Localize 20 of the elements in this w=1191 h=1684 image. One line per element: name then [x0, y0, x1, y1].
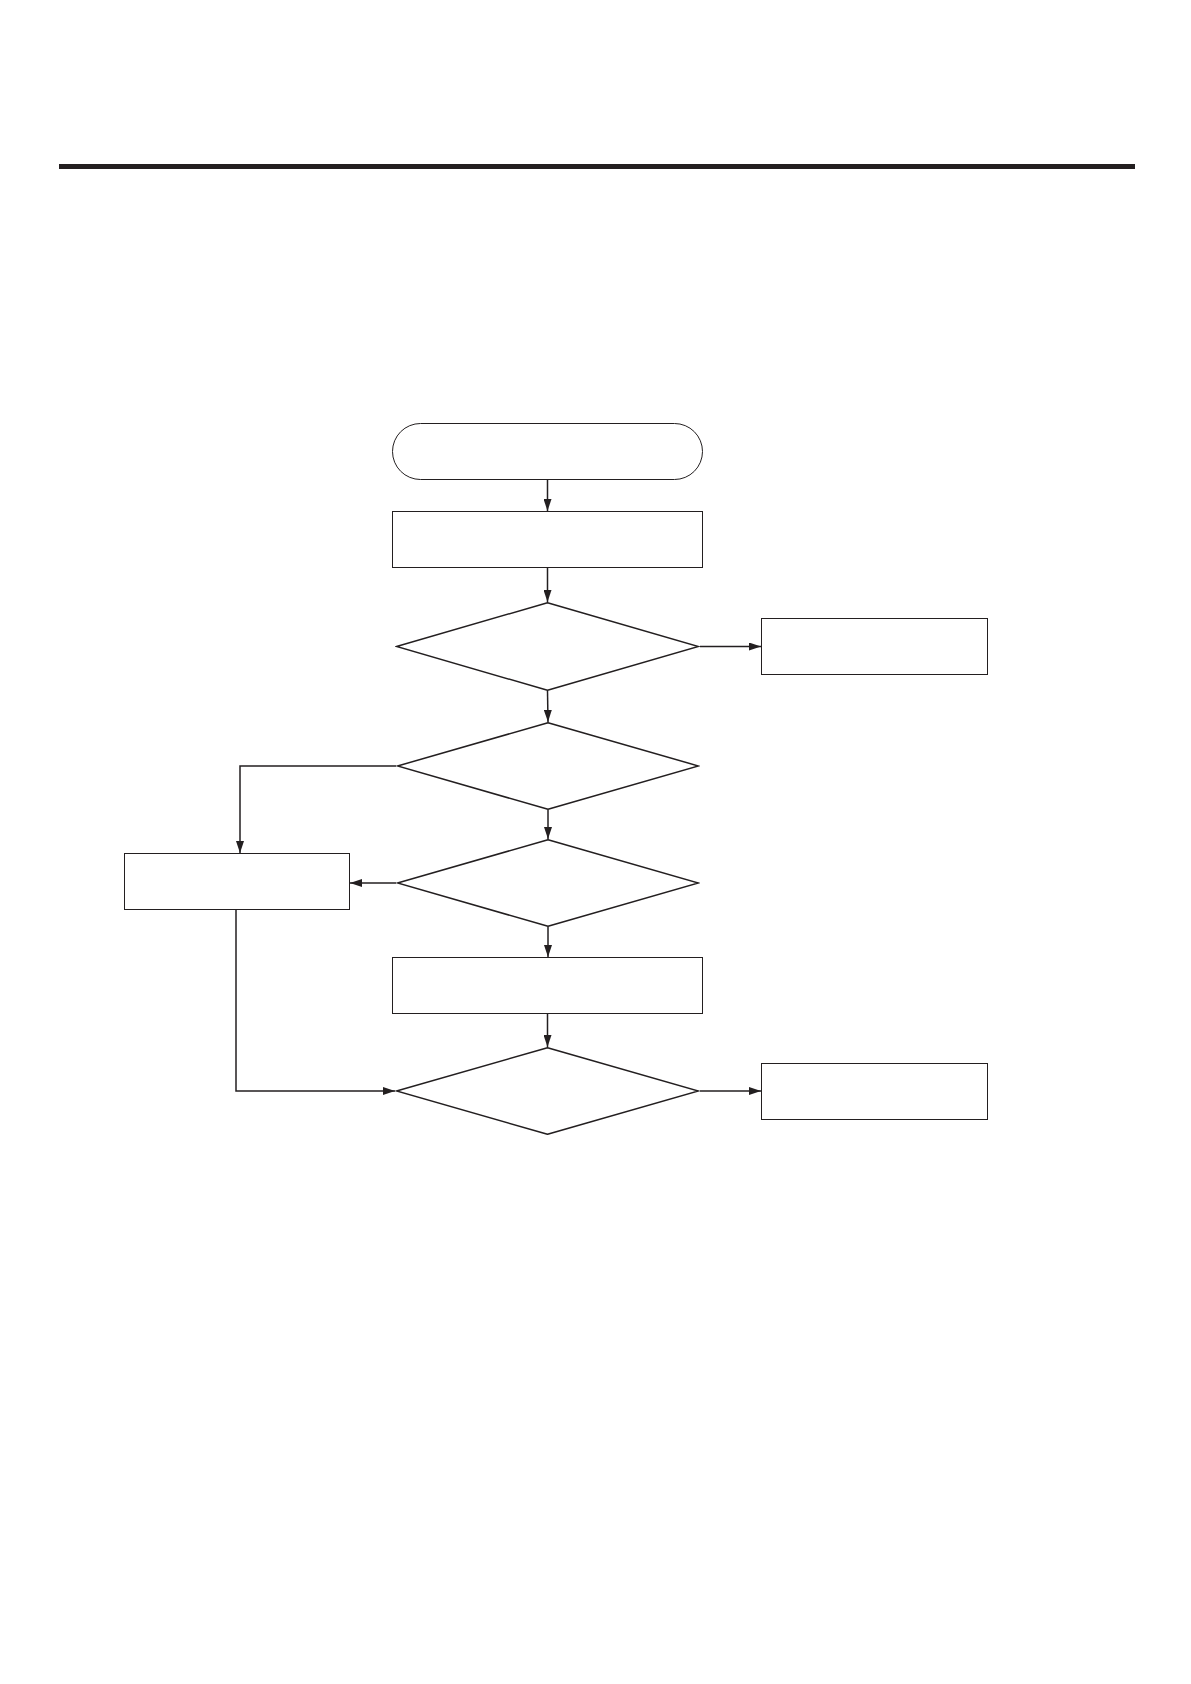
arrow — [543, 479, 552, 512]
arrow — [543, 690, 552, 723]
process-box — [761, 1063, 988, 1120]
process-box — [392, 957, 703, 1014]
arrow — [349, 879, 397, 887]
arrow — [543, 1013, 552, 1048]
decision-diamond — [396, 722, 700, 810]
arrow — [544, 926, 552, 958]
process-box — [124, 853, 350, 910]
decision-diamond — [395, 602, 700, 691]
process-box — [761, 618, 988, 675]
arrow — [699, 642, 762, 651]
arrow — [235, 909, 396, 1095]
arrow — [236, 765, 397, 854]
decision-diamond — [396, 839, 700, 927]
decision-diamond — [395, 1047, 700, 1135]
arrow — [544, 809, 552, 840]
arrow — [543, 567, 552, 603]
process-box — [392, 511, 703, 568]
arrow — [699, 1087, 762, 1095]
